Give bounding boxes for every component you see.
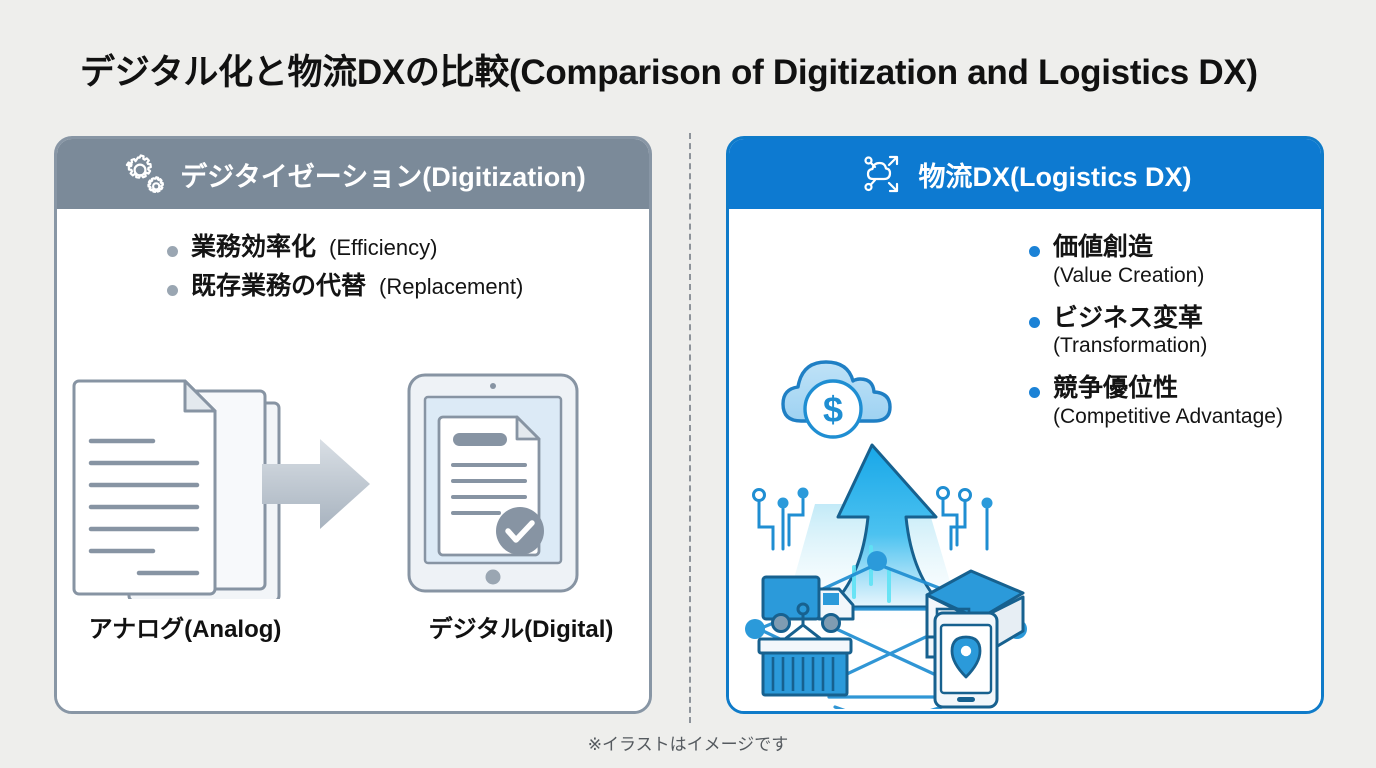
smartphone-location-pin-icon	[933, 611, 999, 709]
page-title: デジタル化と物流DXの比較(Comparison of Digitization…	[80, 53, 1258, 92]
list-item: ビジネス変革 (Transformation)	[1029, 304, 1284, 359]
digitization-panel-body: 業務効率化 (Efficiency) 既存業務の代替 (Replacement)	[57, 209, 649, 711]
bullet-label-jp: 価値創造	[1053, 233, 1154, 261]
truck-icon	[761, 575, 855, 633]
bullet-dot-icon	[167, 284, 178, 296]
tablet-document-check-icon	[407, 373, 579, 593]
digitization-panel: デジタイゼーション(Digitization) 業務効率化 (Efficienc…	[54, 136, 652, 714]
bullet-label-jp: 既存業務の代替	[191, 271, 367, 300]
list-item: 業務効率化 (Efficiency)	[167, 233, 523, 263]
bullet-dot-icon	[1029, 316, 1040, 328]
logistics-dx-panel-body: 価値創造 (Value Creation) ビジネス変革 (Transforma…	[729, 209, 1321, 711]
bullet-dot-icon	[167, 246, 178, 257]
digitization-panel-header: デジタイゼーション(Digitization)	[57, 139, 649, 209]
right-arrow-icon	[262, 439, 370, 529]
caption-analog: アナログ(Analog)	[88, 616, 282, 643]
bullet-label-en: (Efficiency)	[329, 235, 438, 260]
bullet-label-jp: ビジネス変革	[1053, 303, 1204, 332]
logistics-dx-panel-title: 物流DX(Logistics DX)	[918, 161, 1192, 192]
digitization-bullet-list: 業務効率化 (Efficiency) 既存業務の代替 (Replacement)	[167, 233, 523, 310]
bullet-label-en: (Replacement)	[379, 273, 524, 299]
footnote: ※イラストはイメージです	[587, 735, 789, 754]
cloud-dollar-icon: $	[781, 360, 892, 439]
bullet-dot-icon	[1029, 246, 1040, 257]
digitization-panel-title: デジタイゼーション(Digitization)	[180, 161, 586, 192]
list-item: 価値創造 (Value Creation)	[1029, 233, 1284, 288]
caption-digital: デジタル(Digital)	[428, 616, 614, 643]
bullet-label-jp: 競争優位性	[1053, 374, 1179, 403]
list-item: 既存業務の代替 (Replacement)	[167, 272, 523, 302]
bullet-dot-icon	[1029, 387, 1040, 399]
logistics-dx-bullet-list: 価値創造 (Value Creation) ビジネス変革 (Transforma…	[1029, 233, 1284, 445]
bullet-label-en: (Competitive Advantage)	[1053, 404, 1283, 428]
gears-icon	[120, 152, 166, 196]
shipping-container-icon	[757, 602, 853, 697]
bullet-label-jp: 業務効率化	[191, 233, 317, 261]
bullet-label-en: (Value Creation)	[1053, 263, 1205, 287]
list-item: 競争優位性 (Competitive Advantage)	[1029, 374, 1284, 429]
logistics-dx-panel-header: 物流DX(Logistics DX)	[729, 139, 1321, 209]
illustration-captions: アナログ(Analog) デジタル(Digital)	[57, 609, 649, 644]
network-transformation-icon	[858, 152, 904, 196]
stacked-paper-documents-icon	[72, 379, 281, 603]
logistics-dx-panel: 物流DX(Logistics DX) 価値創造 (Value Creation)…	[726, 136, 1324, 714]
analog-to-digital-illustration	[57, 369, 649, 603]
circuit-decoration-icon	[752, 486, 993, 551]
bullet-label-en: (Transformation)	[1053, 334, 1208, 358]
svg-text:$: $	[823, 389, 843, 430]
logistics-dx-illustration: $	[737, 309, 1037, 711]
panel-divider	[689, 133, 691, 723]
